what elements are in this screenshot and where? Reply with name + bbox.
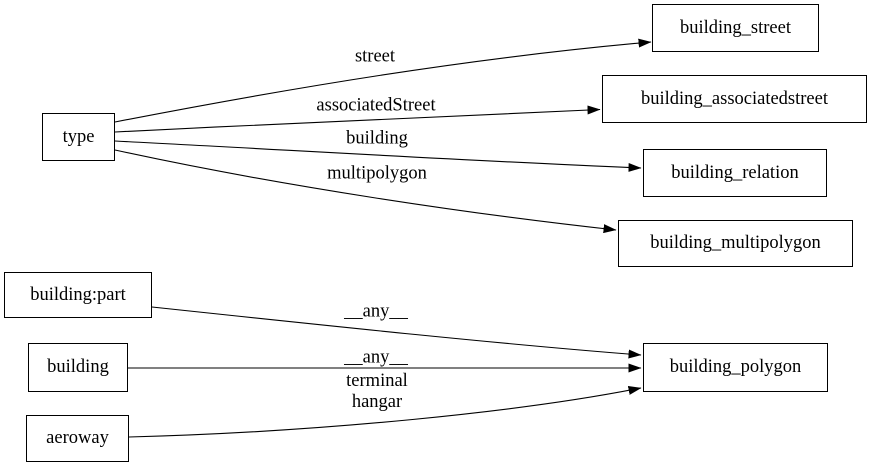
- edge-label-any-building: __any__: [344, 347, 408, 368]
- edge-label-street: street: [354, 46, 396, 67]
- node-aeroway-label: aeroway: [46, 428, 109, 449]
- node-aeroway: aeroway: [26, 415, 129, 462]
- edge-label-associatedstreet: associatedStreet: [316, 95, 436, 116]
- node-type: type: [42, 113, 115, 161]
- edge-label-any-buildingpart: __any__: [344, 301, 408, 322]
- edge-type-building_relation: [114, 140, 642, 172]
- node-building-part: building:part: [4, 272, 152, 318]
- edge-type-building_associatedstreet: [114, 105, 601, 133]
- node-building_multipolygon: building_multipolygon: [618, 220, 853, 267]
- node-building_relation: building_relation: [643, 149, 827, 197]
- edge-type-building_street: [114, 38, 652, 123]
- node-building_polygon: building_polygon: [643, 343, 828, 392]
- edge-label-multipolygon: multipolygon: [327, 163, 427, 184]
- node-building_associatedstreet-label: building_associatedstreet: [640, 88, 828, 109]
- node-building-part-label: building:part: [30, 284, 126, 305]
- node-building_polygon-label: building_polygon: [669, 357, 802, 378]
- edge-label-terminal-hangar: terminal hangar: [346, 371, 408, 412]
- edge-label-building: building: [346, 128, 408, 149]
- edge-type-building_multipolygon: [114, 149, 617, 234]
- node-type-label: type: [62, 126, 95, 147]
- node-building_street-label: building_street: [680, 17, 791, 38]
- node-building_street: building_street: [652, 4, 819, 52]
- node-building_multipolygon-label: building_multipolygon: [650, 233, 821, 254]
- node-building-label: building: [47, 357, 109, 378]
- edge-aeroway-building_polygon: [128, 386, 642, 438]
- node-building_associatedstreet: building_associatedstreet: [602, 75, 867, 123]
- node-building_relation-label: building_relation: [671, 162, 799, 183]
- edge-buildingpart-building_polygon: [151, 306, 642, 359]
- node-building: building: [28, 343, 128, 392]
